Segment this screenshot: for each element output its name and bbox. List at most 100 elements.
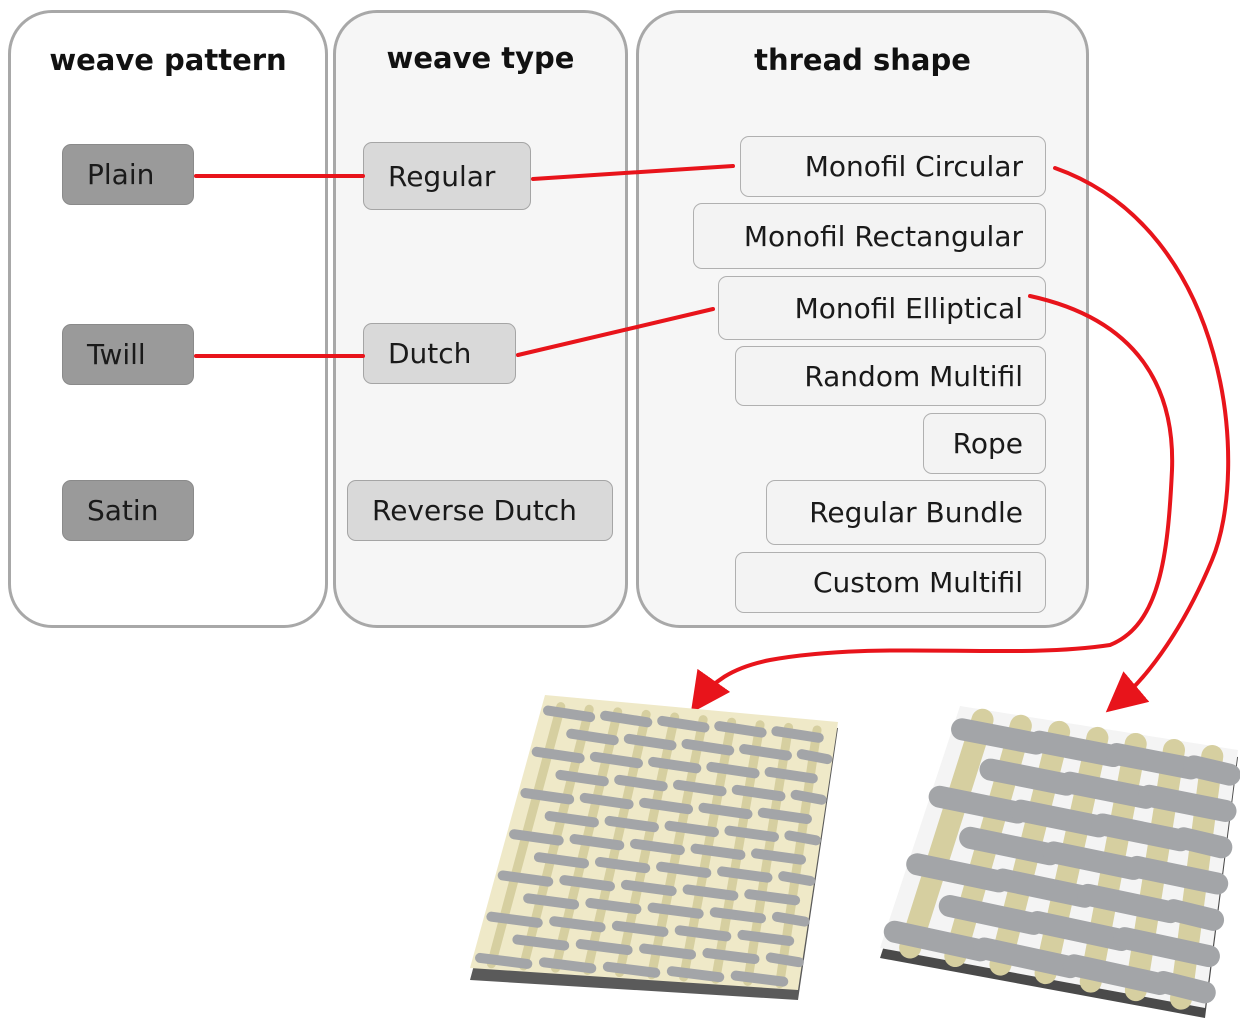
- weft-thread: [731, 784, 786, 802]
- weft-thread: [512, 934, 570, 951]
- shape-option-rope[interactable]: Rope: [923, 413, 1046, 474]
- weft-thread: [579, 792, 634, 810]
- weft-thread: [991, 868, 1096, 908]
- weft-thread: [486, 911, 543, 928]
- weft-thread: [714, 721, 767, 738]
- weft-thread: [647, 902, 704, 919]
- weft-thread: [594, 856, 651, 874]
- weft-thread: [1042, 841, 1145, 880]
- weft-thread: [744, 889, 801, 906]
- weft-thread: [602, 961, 661, 978]
- weft-thread: [698, 802, 753, 820]
- weft-thread: [1077, 883, 1182, 924]
- shape-option-monofil-rectangular[interactable]: Monofil Rectangular: [693, 203, 1046, 269]
- weft-thread: [682, 884, 739, 901]
- weft-thread: [771, 726, 824, 743]
- weft-thread: [751, 848, 807, 865]
- shape-option-regular-bundle[interactable]: Regular Bundle: [766, 480, 1046, 545]
- weft-thread: [1138, 784, 1237, 822]
- weft-thread: [717, 866, 773, 883]
- connector-regular-monofil-circular: [531, 164, 735, 181]
- shape-option-monofil-circular[interactable]: Monofil Circular: [740, 136, 1046, 197]
- weft-thread: [706, 761, 760, 779]
- weft-thread: [1058, 771, 1158, 809]
- weft-thread: [575, 939, 633, 956]
- weft-thread: [672, 779, 727, 797]
- weft-thread: [979, 758, 1078, 796]
- weft-thread: [611, 920, 669, 937]
- weft-thread: [681, 738, 735, 756]
- weft-thread: [533, 852, 590, 869]
- weft-thread: [702, 948, 760, 965]
- weft-thread: [1026, 911, 1133, 952]
- weft-thread: [543, 705, 596, 723]
- right-weave-render: [880, 706, 1240, 1018]
- pattern-option-satin[interactable]: Satin: [62, 480, 194, 541]
- weft-thread: [538, 957, 597, 974]
- weft-thread: [778, 871, 816, 886]
- weft-thread: [509, 829, 564, 846]
- weft-thread: [1162, 899, 1225, 931]
- weft-thread: [630, 838, 685, 856]
- weft-thread: [623, 733, 677, 751]
- weave-pattern-title: weave pattern: [49, 43, 287, 77]
- connector-dutch-monofil-elliptical: [516, 307, 715, 357]
- weft-thread: [1182, 755, 1240, 786]
- weft-thread: [639, 943, 697, 960]
- weft-thread: [765, 952, 804, 968]
- type-option-dutch[interactable]: Dutch: [363, 323, 516, 384]
- shape-option-random-multifil[interactable]: Random Multifil: [735, 346, 1046, 406]
- weft-thread: [666, 966, 725, 983]
- weft-thread: [790, 789, 827, 805]
- weft-thread: [959, 826, 1062, 866]
- weft-thread: [724, 825, 779, 842]
- weft-thread: [664, 820, 719, 838]
- type-option-regular[interactable]: Regular: [363, 142, 531, 210]
- arrow-elliptical-to-left-render: [690, 294, 1175, 714]
- shape-option-custom-multifil[interactable]: Custom Multifil: [735, 552, 1046, 613]
- weft-thread: [614, 774, 668, 792]
- weft-thread: [951, 718, 1048, 755]
- weft-thread: [1152, 971, 1216, 1004]
- weft-thread: [648, 756, 702, 774]
- weft-thread: [544, 811, 599, 828]
- weft-thread: [739, 744, 792, 761]
- weft-thread: [531, 746, 585, 764]
- weft-thread: [1062, 954, 1171, 995]
- thread-shape-title: thread shape: [754, 43, 971, 77]
- weft-thread: [520, 788, 575, 805]
- type-option-reverse-dutch[interactable]: Reverse Dutch: [347, 480, 613, 541]
- weft-thread: [709, 907, 766, 924]
- weft-thread: [764, 766, 818, 784]
- weft-thread: [784, 830, 821, 846]
- weft-thread: [600, 710, 653, 728]
- weft-thread: [973, 937, 1082, 979]
- weft-thread: [589, 751, 643, 769]
- weft-thread: [1125, 855, 1229, 895]
- weft-thread: [1105, 743, 1202, 780]
- weft-thread: [906, 853, 1011, 893]
- arrow-circular-to-right-render: [1053, 166, 1231, 713]
- weft-thread: [497, 870, 554, 887]
- weft-thread: [620, 879, 677, 896]
- weft-thread: [523, 893, 580, 910]
- weft-thread: [796, 749, 833, 765]
- weft-thread: [730, 970, 789, 987]
- weft-thread: [555, 769, 609, 787]
- warp-thread: [899, 708, 994, 959]
- weft-thread: [657, 715, 710, 733]
- weft-thread: [757, 807, 812, 825]
- weft-thread: [771, 911, 810, 927]
- shape-option-monofil-elliptical[interactable]: Monofil Elliptical: [718, 276, 1046, 340]
- weft-thread: [1113, 927, 1220, 968]
- weft-thread: [604, 815, 659, 833]
- pattern-option-twill[interactable]: Twill: [62, 324, 194, 385]
- weft-thread: [1091, 813, 1192, 852]
- weft-thread: [549, 916, 606, 933]
- pattern-option-plain[interactable]: Plain: [62, 144, 194, 205]
- weft-thread: [938, 895, 1045, 935]
- weft-thread: [585, 898, 642, 915]
- weft-thread: [656, 861, 712, 878]
- weft-thread: [883, 920, 992, 962]
